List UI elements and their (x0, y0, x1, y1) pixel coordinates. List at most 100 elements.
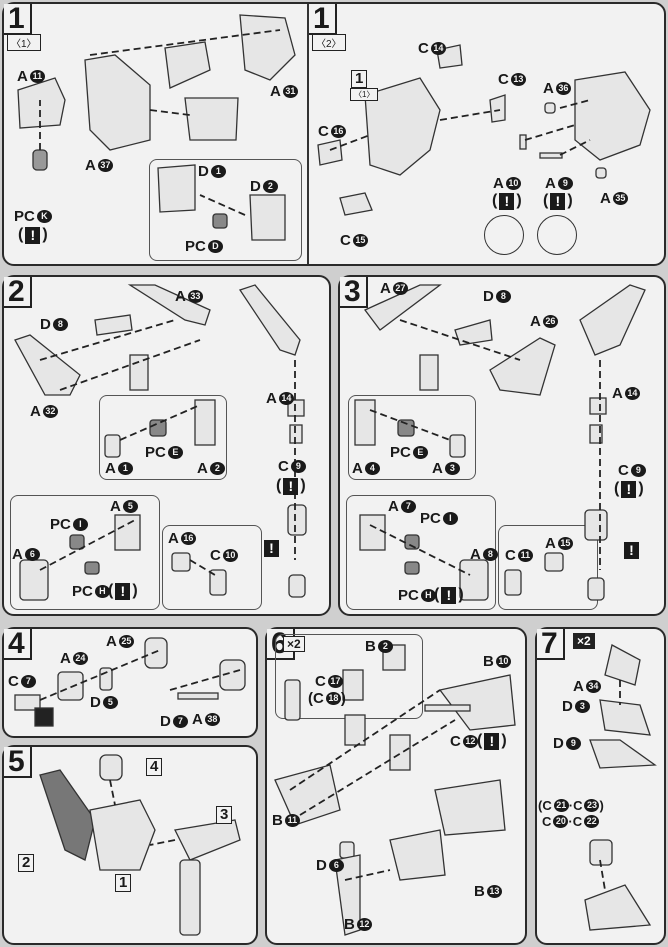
caution-mark: (!) (614, 480, 644, 498)
reference-step-box: 1 (351, 70, 368, 88)
step-number: 2 (4, 277, 32, 308)
gate-detail-circle (484, 215, 524, 255)
detail-box (10, 495, 160, 610)
reference-step-3: 3 (216, 806, 233, 824)
gate-detail-circle (537, 215, 577, 255)
caution-mark: ! (262, 540, 281, 557)
caution-mark: (!) (543, 192, 573, 210)
step-number: 1 (309, 4, 337, 35)
caution-mark: ! (622, 542, 641, 559)
detail-box (348, 395, 476, 480)
step-number: 1 (4, 4, 32, 35)
caution-mark: (!) (108, 582, 138, 600)
reference-step-1: 1 (115, 874, 132, 892)
detail-box (498, 525, 598, 610)
step-number: 3 (340, 277, 368, 308)
reference-substep: 〈1〉 (350, 88, 379, 101)
step-number: 4 (4, 629, 32, 660)
detail-box (99, 395, 227, 480)
reference-step-2: 2 (18, 854, 35, 872)
substep-label: 〈1〉 (7, 34, 41, 51)
caution-mark: (!) (434, 586, 464, 604)
panel-divider (307, 4, 309, 264)
step-5-panel: 5 (2, 745, 258, 945)
detail-box (149, 159, 302, 261)
substep-label: 〈2〉 (312, 34, 346, 51)
caution-mark: (!) (492, 192, 522, 210)
detail-box (162, 525, 262, 610)
step-7-panel: 7 (535, 627, 666, 945)
step-number: 5 (4, 747, 32, 778)
quantity-badge: ×2 (283, 636, 305, 652)
caution-mark: (!) (18, 226, 48, 244)
caution-mark: (!) (276, 477, 306, 495)
quantity-badge: ×2 (573, 633, 595, 649)
step-number: 7 (537, 629, 565, 660)
reference-step-4: 4 (146, 758, 163, 776)
step-3-panel: 3 (338, 275, 666, 616)
caution-mark: (!) (477, 732, 507, 750)
